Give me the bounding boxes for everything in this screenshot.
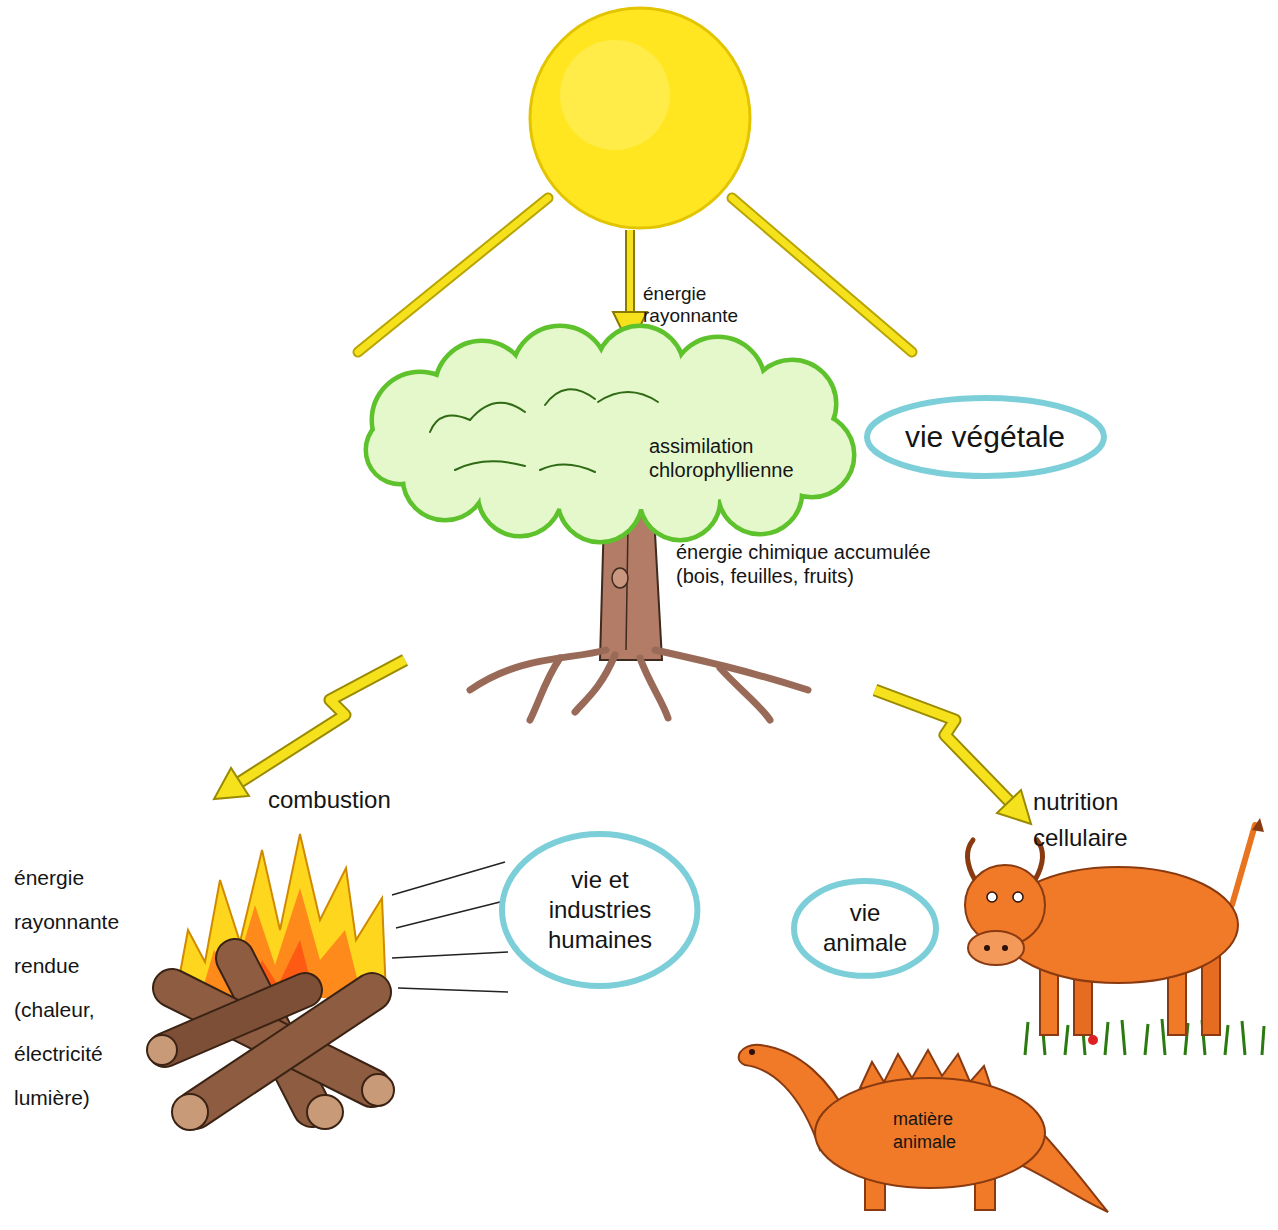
flow-arrow-part (240, 660, 405, 782)
cow-part (1013, 892, 1023, 902)
heat-line-part (396, 900, 508, 928)
process-label: combustion (268, 786, 391, 815)
cow-part (984, 945, 990, 951)
tree-canopy-part-part (455, 461, 525, 470)
tree-roots-part (720, 668, 770, 720)
tree-trunk-part (626, 525, 628, 650)
tree-canopy-part (368, 328, 852, 540)
fire-logs-part (307, 1095, 343, 1129)
tree-roots-part (640, 658, 668, 718)
fire-logs-part (195, 992, 372, 1110)
cow-part (967, 840, 975, 880)
sun-ray-part (732, 198, 912, 352)
grass-part (1225, 1025, 1228, 1055)
cow-part (1252, 818, 1264, 832)
heat-line-part (392, 952, 508, 958)
process-label: nutrition cellulaire (1033, 784, 1128, 856)
flow-arrow-part (997, 790, 1031, 824)
sun (530, 8, 750, 228)
oval-outline (790, 877, 940, 980)
cow (965, 818, 1264, 1055)
grass-part (1105, 1022, 1108, 1055)
cow-part (1088, 1035, 1098, 1045)
tree-canopy-part-part (470, 403, 525, 420)
grass-part (1065, 1025, 1068, 1055)
oval-shape (502, 834, 697, 986)
tree-canopy-part-part (598, 392, 658, 402)
dinosaur (739, 1045, 1108, 1212)
flow-arrow-part (875, 690, 1009, 801)
flow-arrow (214, 660, 1031, 824)
flow-arrow-part (875, 690, 1009, 801)
cow-part (1232, 825, 1255, 905)
cow-part (1202, 955, 1220, 1035)
grass-part (1145, 1024, 1148, 1055)
grass-part (1025, 1022, 1028, 1055)
part-label: matière animale (893, 1108, 956, 1155)
fire-flames (176, 834, 386, 998)
energy-arrow-part (625, 230, 635, 316)
sun-part (530, 8, 750, 228)
flow-arrow-part (214, 768, 249, 799)
node-label: vie animale (823, 898, 907, 958)
fire-logs-part (172, 1094, 208, 1130)
tree-canopy (368, 328, 852, 540)
tree-roots (470, 650, 808, 720)
tree-canopy-part-part (540, 464, 595, 472)
sun-ray-part (358, 198, 548, 352)
energy-arrow-part (627, 230, 633, 316)
grass-part (1162, 1019, 1165, 1055)
node-label: vie et industries humaines (535, 865, 665, 955)
grass (1025, 1018, 1264, 1055)
cow-part (1002, 945, 1008, 951)
tree-roots-part (575, 655, 615, 712)
dinosaur-part (749, 1049, 755, 1055)
process-label: assimilation chlorophyllienne (649, 434, 794, 482)
sun-part (560, 40, 670, 150)
tree-roots-part (470, 650, 606, 690)
oval-node: vie végétale (863, 394, 1108, 480)
sun-ray-part (358, 198, 548, 352)
tree-canopy-part-part (545, 389, 595, 405)
fire-logs (147, 958, 394, 1130)
tree-canopy-part-part (390, 370, 820, 510)
heat-line-part (398, 988, 508, 992)
oval-shape (867, 398, 1104, 476)
tree-canopy-part-part (430, 416, 470, 432)
fire-logs-part (362, 1074, 394, 1106)
tree-canopy-part (430, 389, 658, 472)
flow-arrow-part (240, 660, 405, 782)
tree-roots-part (530, 658, 560, 720)
oval-node: vie animale (790, 877, 940, 980)
grass-part (1262, 1026, 1264, 1055)
heat-line-part (392, 862, 505, 895)
cow-part (987, 892, 997, 902)
energy-label: énergie rayonnante rendue (chaleur, élec… (14, 856, 119, 1121)
grass-part (1122, 1020, 1125, 1055)
cow-part (968, 931, 1024, 965)
fire-logs-part (195, 992, 372, 1110)
node-label: vie végétale (905, 418, 1065, 456)
energy-label: énergie chimique accumulée (bois, feuill… (676, 540, 948, 588)
heat-line (392, 862, 508, 992)
grass-part (1242, 1021, 1245, 1055)
fire-logs-part (147, 1035, 177, 1065)
tree-trunk-part (612, 568, 628, 588)
dinosaur-part (815, 1078, 1045, 1188)
oval-shape (794, 881, 936, 976)
sun-ray-part (732, 198, 912, 352)
energy-label: énergie rayonnante (643, 283, 738, 327)
tree-canopy-part (368, 328, 852, 540)
oval-node: vie et industries humaines (498, 830, 701, 990)
